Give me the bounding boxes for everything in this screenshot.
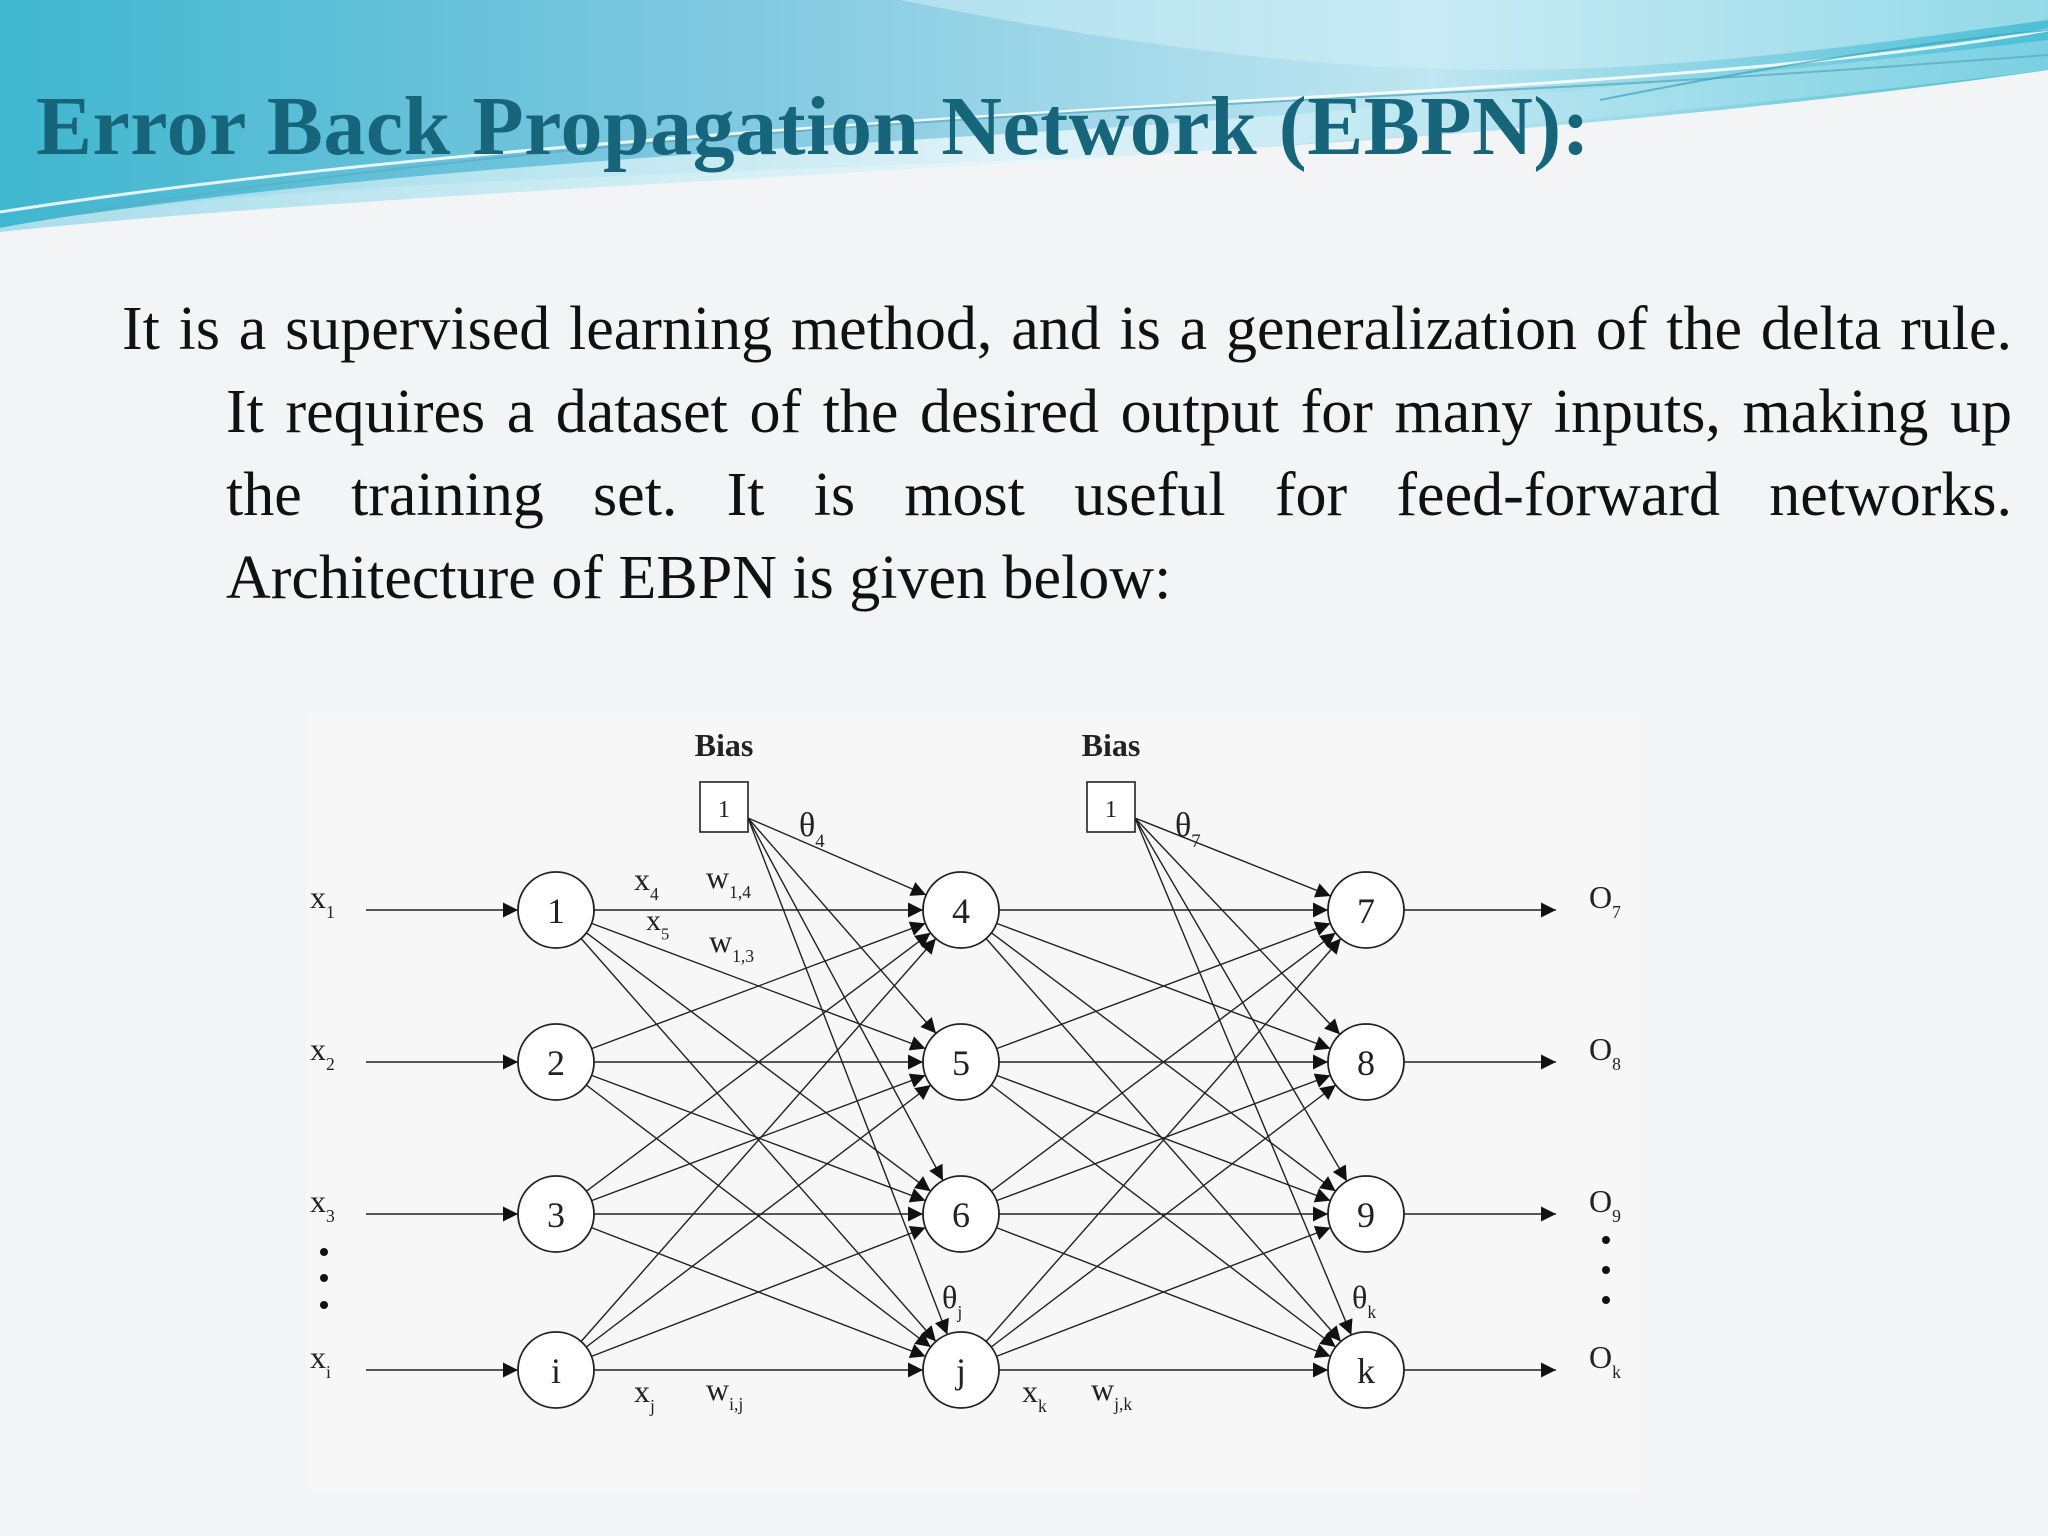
edge-j-9 [996,1226,1331,1357]
edge-label-xk: xk [1022,1373,1047,1416]
input-label-2: x2 [310,1031,335,1074]
bias-edge-4 [747,817,927,896]
bias-label: Bias [695,727,754,763]
input-label-3: x3 [310,1183,335,1226]
bias-edge-5 [747,817,937,1034]
hidden-node-label: 4 [952,891,970,931]
connection-lines [366,817,1556,1378]
edge-label-wjk: wj,k [1091,1371,1132,1414]
bias-node-2 [1086,781,1136,833]
edge-i-6 [591,1226,926,1357]
bias-edge-6 [747,817,944,1181]
ellipsis-dot [1602,1266,1610,1274]
edge-3-4 [585,932,932,1192]
theta-k-label: θk [1352,1279,1376,1322]
ellipsis-dot [320,1274,328,1282]
edge-6-8 [996,1073,1331,1202]
input-node-i [517,1331,595,1409]
input-label-i: xi [310,1339,331,1382]
output-label-7: O7 [1589,879,1621,922]
edge-label-xj: xj [634,1373,655,1416]
bias-edge-j [747,817,949,1335]
hidden-node-6 [922,1175,1000,1253]
output-label-9: O9 [1589,1183,1621,1226]
edge-label-x5: x5 [646,904,669,944]
bias-edge-9 [1134,817,1348,1182]
input-node-label: i [551,1351,561,1391]
theta-4-label: θ4 [799,807,825,852]
edge-3-5 [591,1073,926,1202]
bias-node-label: 1 [718,797,730,823]
edge-j-7 [985,938,1342,1342]
edge-label-wij: wi,j [706,1371,743,1414]
edge-label-x4: x4 [634,861,659,904]
output-node-7 [1327,871,1405,949]
edge-label-w13: w1,3 [709,923,754,966]
output-node-label: 9 [1357,1195,1375,1235]
bias-node-label: 1 [1105,797,1117,823]
input-node-1 [517,871,595,949]
hidden-node-4 [922,871,1000,949]
body-paragraph: It is a supervised learning method, and … [122,295,2012,612]
edge-5-7 [996,921,1331,1050]
input-node-label: 1 [547,891,565,931]
ellipsis-dot [1602,1296,1610,1304]
edge-i-5 [585,1084,932,1348]
bias-node-1 [699,781,749,833]
bias-edge-7 [1134,817,1331,898]
edge-j-8 [990,1084,1337,1348]
page-title: Error Back Propagation Network (EBPN): [36,80,1591,173]
output-node-9 [1327,1175,1405,1253]
theta-j-label: θj [942,1279,962,1322]
network-nodes [517,781,1405,1409]
output-node-k [1327,1331,1405,1409]
input-node-label: 3 [547,1195,565,1235]
output-node-label: 7 [1357,891,1375,931]
hidden-node-label: 5 [952,1043,970,1083]
edge-6-7 [990,932,1337,1192]
bias-edge-k [1134,817,1353,1336]
bias-edge-8 [1134,817,1341,1035]
output-node-label: k [1357,1351,1375,1391]
input-node-3 [517,1175,595,1253]
hidden-node-j [922,1331,1000,1409]
edge-i-4 [580,938,937,1342]
output-label-8: O8 [1589,1031,1621,1074]
edge-2-4 [591,921,926,1050]
output-label-k: Ok [1589,1339,1621,1382]
input-node-label: 2 [547,1043,565,1083]
ellipsis-dot [320,1301,328,1309]
input-node-2 [517,1023,595,1101]
hidden-node-label: 6 [952,1195,970,1235]
ellipsis-dot [320,1248,328,1256]
hidden-node-5 [922,1023,1000,1101]
theta-7-label: θ7 [1175,807,1201,852]
bias-label: Bias [1082,727,1141,763]
edge-label-w14: w1,4 [706,859,751,902]
output-node-8 [1327,1023,1405,1101]
output-node-label: 8 [1357,1043,1375,1083]
input-label-1: x1 [310,879,335,922]
ellipsis-dot [1602,1236,1610,1244]
hidden-node-label: j [954,1351,966,1391]
